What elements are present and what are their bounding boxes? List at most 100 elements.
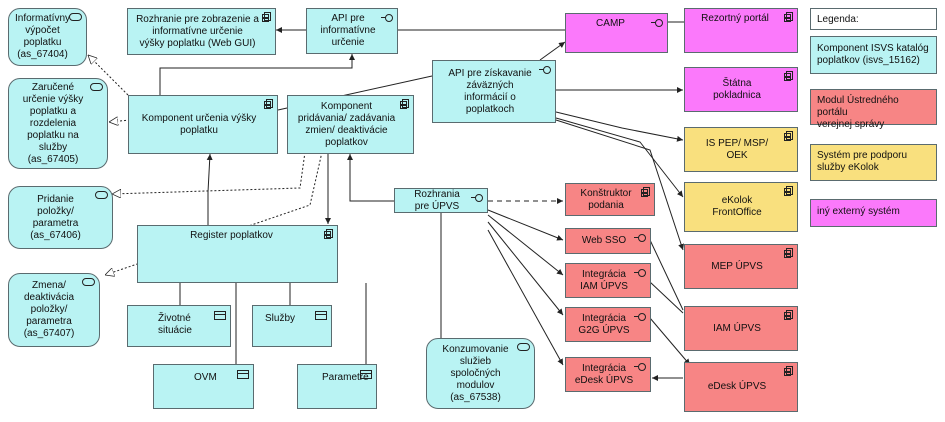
node-int-g2g[interactable]: Integrácia G2G ÚPVS: [565, 307, 651, 342]
component-icon: [784, 131, 793, 141]
service-icon: [82, 278, 95, 286]
node-register[interactable]: Register poplatkov: [137, 225, 338, 283]
node-label: CAMP: [596, 18, 625, 29]
legend-item-red: Modul Ústredného portálu verejnej správy: [810, 89, 937, 130]
component-icon: [784, 366, 793, 376]
node-konstruktor[interactable]: Konštruktor podania: [565, 183, 655, 216]
legend-item-cyan: Komponent ISVS katalóg poplatkov (isvs_1…: [810, 36, 937, 74]
node-parametre[interactable]: Parametre: [297, 364, 377, 409]
node-label: Informatívny výpočet poplatku (as_67404): [14, 13, 71, 60]
service-icon: [69, 13, 82, 21]
node-label: eDesk ÚPVS: [707, 381, 767, 392]
component-icon: [400, 99, 409, 109]
component-icon: [784, 248, 793, 258]
node-label: Životné situácie: [158, 313, 192, 336]
node-api-info[interactable]: API pre informatívne určenie: [306, 8, 398, 54]
conn-realize-garant: [109, 120, 131, 122]
component-icon: [784, 12, 793, 22]
node-garant[interactable]: Zaručené určenie výšky poplatku a rozdel…: [8, 78, 108, 169]
node-info-vypocet[interactable]: Informatívny výpočet poplatku (as_67404): [8, 8, 87, 66]
conn-register-komp: [206, 153, 213, 225]
conn-zavazne-ekolok: [555, 117, 684, 198]
node-sluzby[interactable]: Služby: [252, 305, 332, 347]
node-label: Zaručené určenie výšky poplatku a rozdel…: [22, 81, 84, 165]
interface-icon: [634, 363, 646, 371]
data-object-icon: [214, 311, 226, 320]
node-label: Komponent určenia výšky poplatku: [141, 112, 257, 136]
component-icon: [784, 310, 793, 320]
interface-icon: [539, 66, 551, 74]
node-ovm[interactable]: OVM: [153, 364, 254, 409]
component-icon: [784, 71, 793, 81]
node-api-zavazne[interactable]: API pre získavanie záväzných informácií …: [432, 60, 556, 123]
interface-icon: [651, 19, 663, 27]
component-icon: [324, 229, 333, 239]
legend-item-label: Komponent ISVS katalóg poplatkov (isvs_1…: [817, 43, 929, 66]
conn-zavazne-mep: [555, 119, 684, 251]
conn-upvs-websso: [487, 209, 564, 241]
component-icon: [264, 99, 273, 109]
interface-icon: [634, 269, 646, 277]
node-label: Rezortný portál: [701, 13, 769, 24]
node-iam[interactable]: IAM ÚPVS: [684, 306, 798, 351]
legend-item-yellow: Systém pre podporu služby eKolok: [810, 144, 937, 181]
node-konzum[interactable]: Konzumovanie služieb spoločných modulov …: [426, 338, 535, 409]
conn-realize-info: [88, 55, 129, 96]
conn-upvs-g2g: [487, 221, 564, 316]
node-pridanie[interactable]: Pridanie položky/ parametra (as_67406): [8, 186, 113, 249]
node-label: Integrácia IAM ÚPVS: [580, 268, 628, 292]
node-komp-pridavania[interactable]: Komponent pridávania/ zadávania zmien/ d…: [287, 95, 414, 154]
conn-intiam-iam: [649, 281, 684, 314]
node-label: Rozhranie pre zobrazenie a informatívne …: [136, 13, 259, 49]
data-object-icon: [237, 370, 249, 379]
node-label: Parametre: [322, 372, 369, 383]
conn-upvs-iam: [487, 214, 564, 276]
node-edesk[interactable]: eDesk ÚPVS: [684, 362, 798, 412]
node-label: Pridanie položky/ parametra (as_67406): [30, 193, 81, 241]
legend-item-label: Systém pre podporu služby eKolok: [817, 150, 908, 173]
node-label: IS PEP/ MSP/ OEK: [705, 137, 769, 161]
node-ekolok[interactable]: eKolok FrontOffice: [684, 182, 798, 232]
node-label: Komponent pridávania/ zadávania zmien/ d…: [297, 100, 396, 148]
node-label: IAM ÚPVS: [713, 322, 761, 334]
interface-icon: [471, 194, 483, 202]
interface-icon: [381, 14, 393, 22]
node-label: Zmena/ deaktivácia položky/ parametra (a…: [23, 280, 75, 339]
conn-websso-iam: [649, 239, 684, 311]
node-label: API pre informatívne určenie: [320, 13, 376, 48]
node-camp[interactable]: CAMP: [565, 13, 668, 53]
node-web-sso[interactable]: Web SSO: [565, 228, 651, 254]
node-label: eKolok FrontOffice: [712, 195, 762, 218]
node-label: Konzumovanie služieb spoločných modulov …: [442, 343, 509, 403]
node-rezortny[interactable]: Rezortný portál: [684, 8, 798, 53]
node-statna[interactable]: Štátna pokladnica: [684, 67, 798, 112]
node-label: Integrácia eDesk ÚPVS: [574, 362, 634, 386]
node-label: Služby: [265, 313, 296, 324]
component-icon: [641, 187, 650, 197]
node-rozhrania-upvs[interactable]: Rozhrania pre ÚPVS: [394, 188, 488, 213]
node-label: Register poplatkov: [190, 230, 273, 241]
legend-item-label: iný externý systém: [817, 206, 900, 217]
conn-realize-pridanie: [112, 151, 306, 194]
node-int-edesk[interactable]: Integrácia eDesk ÚPVS: [565, 357, 651, 392]
node-rozhranie-gui[interactable]: Rozhranie pre zobrazenie a informatívne …: [127, 8, 276, 55]
node-label: MEP ÚPVS: [711, 260, 763, 272]
conn-rozhrania-komp: [347, 154, 394, 202]
node-komp-urcenia[interactable]: Komponent určenia výšky poplatku: [128, 95, 278, 154]
node-zivotne[interactable]: Životné situácie: [127, 305, 231, 347]
interface-icon: [634, 313, 646, 321]
node-label: Konštruktor podania: [580, 187, 632, 211]
component-icon: [262, 12, 271, 22]
node-label: Integrácia G2G ÚPVS: [578, 312, 630, 336]
conn-g2g-edesk: [649, 317, 691, 366]
node-zmena[interactable]: Zmena/ deaktivácia položky/ parametra (a…: [8, 273, 100, 347]
node-label: Štátna pokladnica: [713, 77, 761, 101]
conn-zavazne-ispep: [555, 111, 684, 142]
component-icon: [784, 186, 793, 196]
node-mep[interactable]: MEP ÚPVS: [684, 244, 798, 289]
node-label: Rozhrania pre ÚPVS: [414, 188, 460, 212]
service-icon: [517, 343, 530, 351]
node-int-iam[interactable]: Integrácia IAM ÚPVS: [565, 263, 651, 298]
node-label: Web SSO: [581, 235, 627, 246]
node-is-pep[interactable]: IS PEP/ MSP/ OEK: [684, 127, 798, 172]
